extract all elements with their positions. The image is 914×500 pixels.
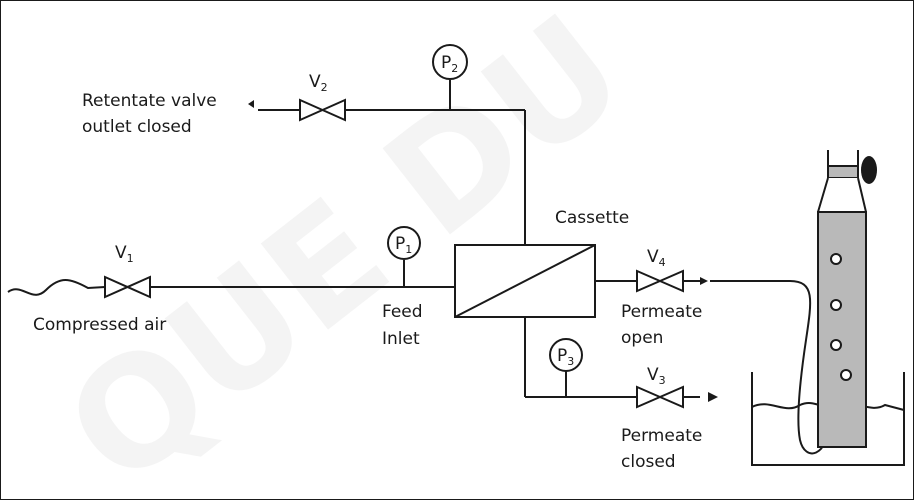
permeate-closed-label-line2: closed [621,452,676,472]
gauge-p2-label: P2 [441,53,458,75]
compressed-air-label: Compressed air [33,315,166,335]
bubble [840,369,852,381]
air-inlet-hose [7,279,106,296]
cassette-label: Cassette [555,208,629,228]
gauge-p1 [387,226,421,260]
permeate-tube [710,280,831,455]
cassette-membrane [454,244,596,318]
column-clamp-knob [861,156,877,184]
feed-inlet-label-line1: Feed [382,302,423,322]
permeate-open-label-line2: open [621,328,663,348]
valve-v4-label: V4 [647,247,666,269]
watermark: QUE DU [36,0,656,500]
permeate-open-arrow [700,277,708,285]
feed-inlet-label-line2: Inlet [382,329,420,349]
valve-v3-label: V3 [647,365,666,387]
gauge-p3-label: P3 [557,346,574,368]
column-body [817,211,867,448]
bubble [830,299,842,311]
gauge-p1-label: P1 [395,234,412,256]
bubble [830,339,842,351]
retentate-label-line1: Retentate valve [82,91,217,111]
retentate-label-line2: outlet closed [82,117,192,137]
beaker [751,372,905,466]
permeate-closed-arrow [708,392,718,402]
permeate-open-label-line1: Permeate [621,302,702,322]
valve-v4 [636,269,684,293]
retentate-arrow [248,100,254,108]
valve-v3 [636,385,684,409]
column-cap [827,165,859,179]
gauge-p2 [432,44,468,80]
bubble [830,253,842,265]
valve-v1-label: V1 [115,243,134,265]
valve-v2-label: V2 [309,72,328,94]
valve-v2 [299,98,346,122]
gauge-p3 [549,338,583,372]
valve-v1 [104,275,151,299]
permeate-closed-label-line1: Permeate [621,426,702,446]
